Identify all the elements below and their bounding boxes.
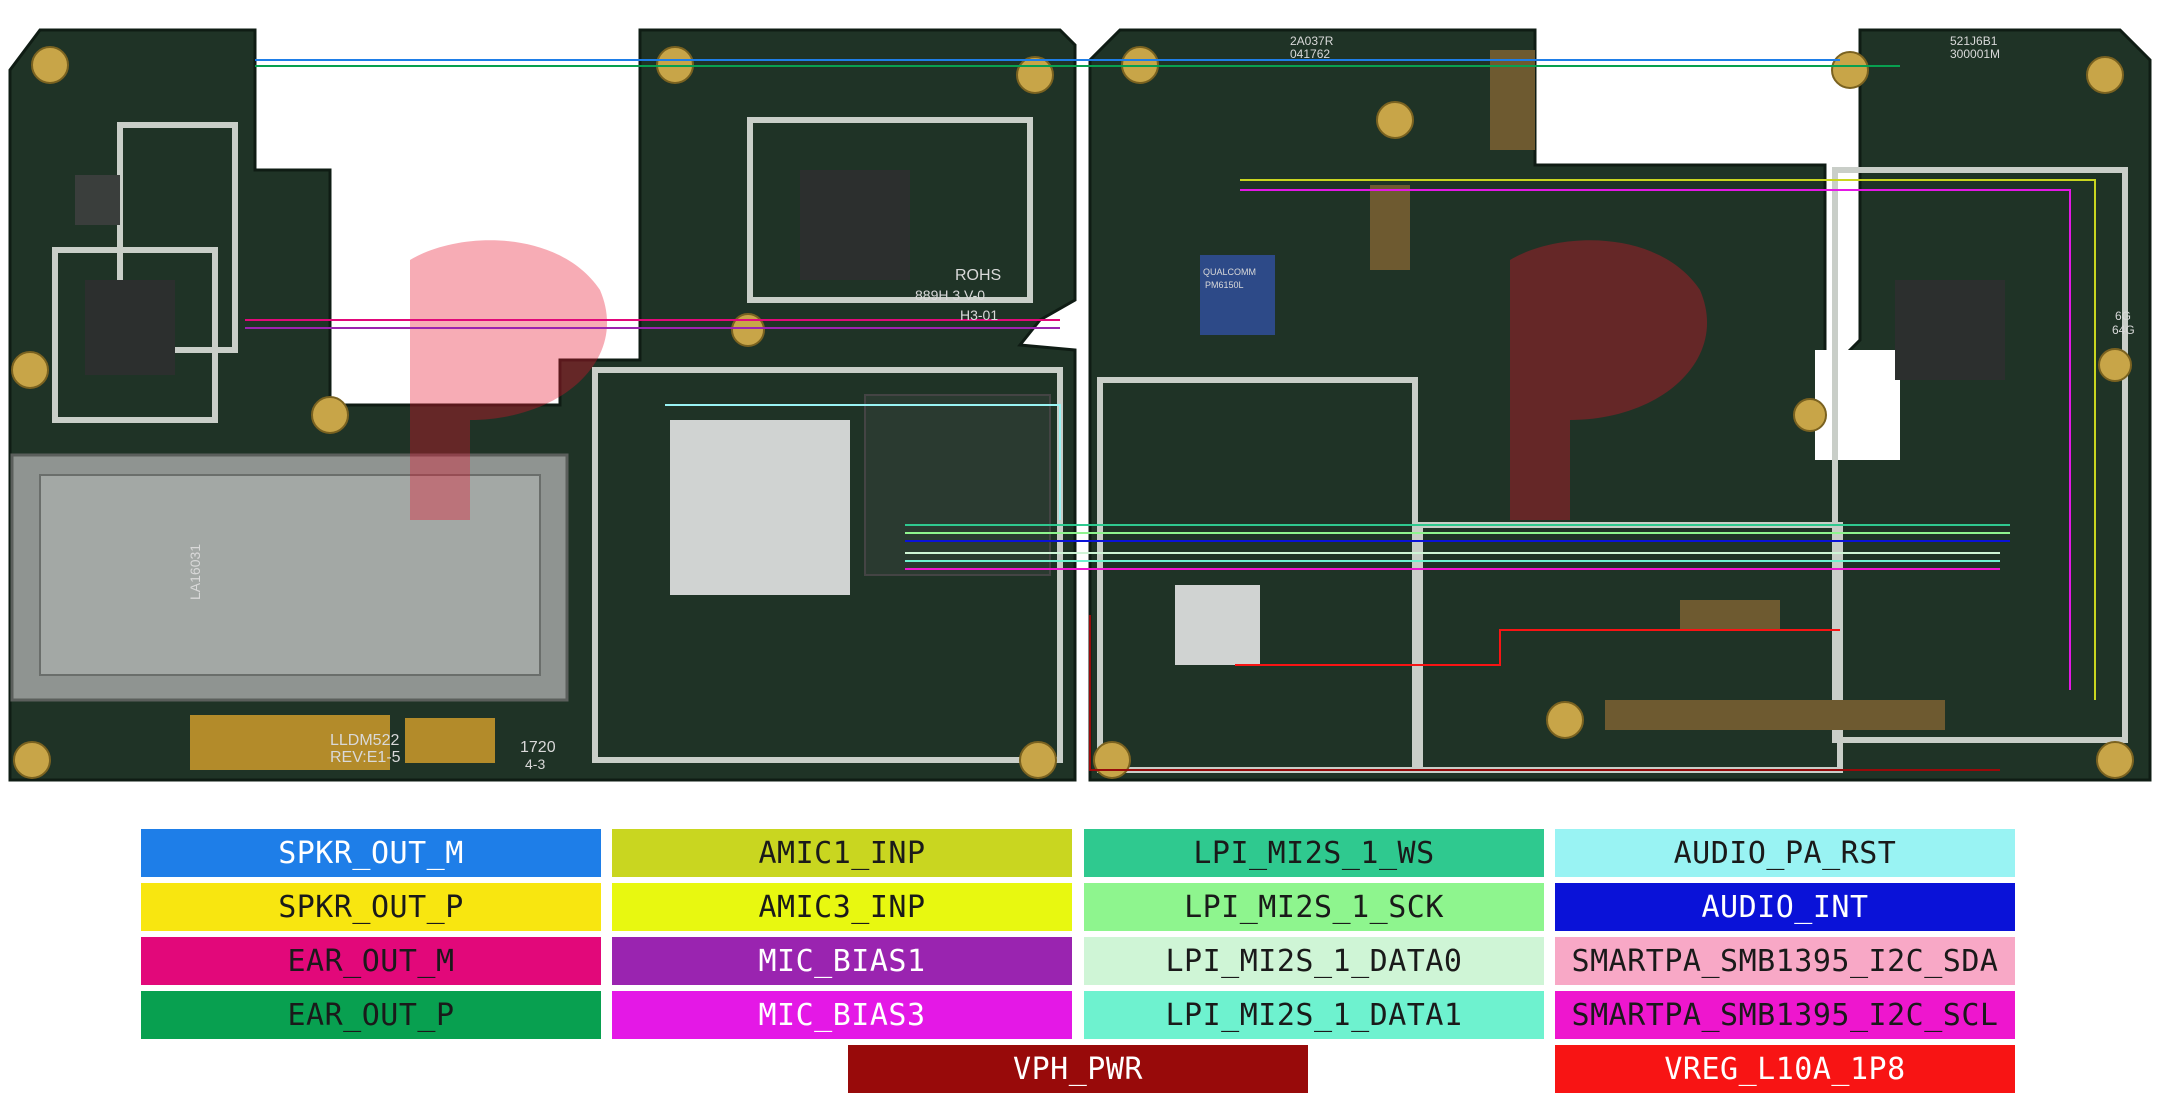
- top-mid-code-label: 2A037R: [1290, 34, 1334, 48]
- qualcomm-chip: [1200, 255, 1275, 335]
- board-date-label: 1720: [520, 739, 556, 756]
- legend-item-lpi-mi2s-1-sck: LPI_MI2S_1_SCK: [1084, 883, 1544, 931]
- legend-item-lpi-mi2s-1-data0: LPI_MI2S_1_DATA0: [1084, 937, 1544, 985]
- legend-item-spkr-out-m: SPKR_OUT_M: [141, 829, 601, 877]
- qualcomm-part-label: PM6150L: [1205, 280, 1244, 290]
- legend-item-spkr-out-p: SPKR_OUT_P: [141, 883, 601, 931]
- top-mid-code2-label: 041762: [1290, 47, 1330, 61]
- top-right-code2-label: 300001M: [1950, 47, 2000, 61]
- rohs-label: ROHS: [955, 267, 1001, 284]
- legend-item-amic3-inp: AMIC3_INP: [612, 883, 1072, 931]
- legend-item-smartpa-smb1395-i2c-sda: SMARTPA_SMB1395_I2C_SDA: [1555, 937, 2015, 985]
- legend-item-ear-out-p: EAR_OUT_P: [141, 991, 601, 1039]
- side-code-2: 64G: [2112, 323, 2135, 337]
- legend-item-lpi-mi2s-1-ws: LPI_MI2S_1_WS: [1084, 829, 1544, 877]
- left-pcb-board: [8, 28, 1077, 782]
- qualcomm-label: QUALCOMM: [1203, 267, 1256, 277]
- right-pcb-board: [1088, 28, 2152, 782]
- bga-chip: [670, 420, 850, 595]
- board-rev-label: REV:E1-5: [330, 749, 401, 766]
- legend-item-lpi-mi2s-1-data1: LPI_MI2S_1_DATA1: [1084, 991, 1544, 1039]
- rohs-code-label: 889H 3 V-0: [915, 287, 985, 303]
- legend-item-vph-pwr: VPH_PWR: [848, 1045, 1308, 1093]
- top-right-code-label: 521J6B1: [1950, 34, 1998, 48]
- legend-item-vreg-l10a-1p8: VREG_L10A_1P8: [1555, 1045, 2015, 1093]
- signal-traces: [245, 59, 2096, 771]
- pcb-schematic-diagram: LLDM522 REV:E1-5 1720 4-3 ROHS 889H 3 V-…: [8, 28, 2152, 782]
- legend-item-mic-bias1: MIC_BIAS1: [612, 937, 1072, 985]
- side-code-1: 6G: [2115, 309, 2131, 323]
- rohs-code2-label: H3-01: [960, 307, 998, 323]
- legend-item-mic-bias3: MIC_BIAS3: [612, 991, 1072, 1039]
- legend-item-audio-pa-rst: AUDIO_PA_RST: [1555, 829, 2015, 877]
- sim-tray-code-label: LA16031: [187, 544, 203, 600]
- board-date2-label: 4-3: [525, 756, 545, 772]
- legend-item-smartpa-smb1395-i2c-scl: SMARTPA_SMB1395_I2C_SCL: [1555, 991, 2015, 1039]
- legend-item-amic1-inp: AMIC1_INP: [612, 829, 1072, 877]
- legend-item-ear-out-m: EAR_OUT_M: [141, 937, 601, 985]
- legend-item-audio-int: AUDIO_INT: [1555, 883, 2015, 931]
- board-ref-label: LLDM522: [330, 732, 399, 749]
- watermark: [410, 240, 1708, 520]
